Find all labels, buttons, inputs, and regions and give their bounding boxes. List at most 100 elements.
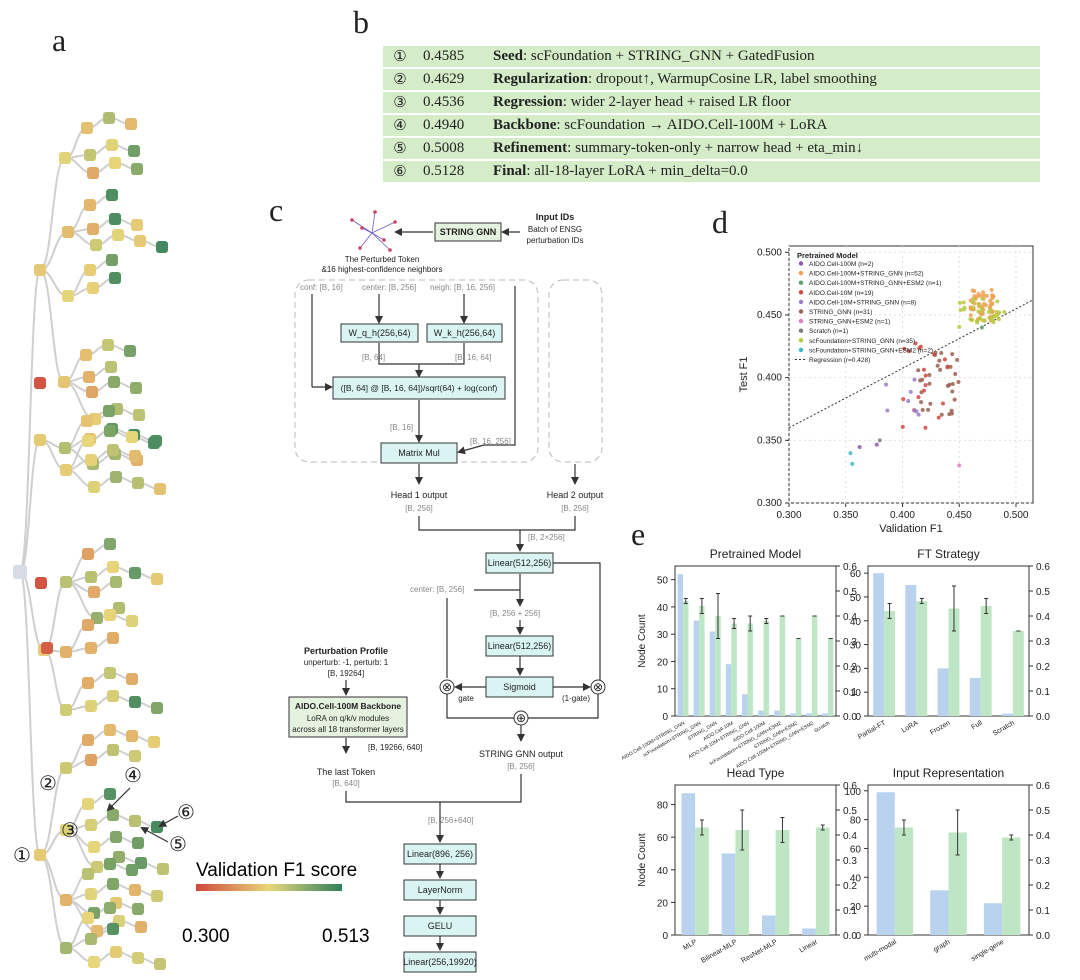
y-axis-label: Node Count: [637, 833, 648, 887]
tree-node: [110, 576, 122, 588]
scatter-point: [981, 290, 986, 295]
tree-node: [82, 548, 94, 560]
y-tick-label: 0.300: [757, 498, 782, 509]
row-text: : dropout↑, WarmupCosine LR, label smoot…: [588, 71, 877, 87]
tree-node: [129, 884, 141, 896]
tree-node: [108, 376, 120, 388]
linear4-box: [403, 951, 477, 973]
scatter-point: [975, 320, 980, 325]
y-tick-label: 100: [844, 787, 861, 798]
x-tick-label: 0.450: [947, 510, 972, 521]
y-tick-right-label: 0.0: [1036, 712, 1050, 723]
tree-node: [148, 437, 160, 449]
y-tick-right-label: 0.6: [1036, 781, 1050, 792]
scatter-point: [937, 358, 942, 363]
x-tick-label: graph: [932, 939, 951, 954]
scatter-point: [957, 463, 962, 468]
legend-label: AIDO.Cell-10M (n=19): [809, 290, 873, 297]
pert-profile-title: Perturbation Profile: [304, 646, 388, 656]
y-tick-right-label: 0.6: [843, 562, 857, 573]
tree-node: [105, 361, 117, 373]
attention-box-label: ([B, 64] @ [B, 16, 64])/sqrt(64) + log(c…: [341, 383, 498, 393]
tree-node: [85, 819, 97, 831]
f1-bar: [795, 638, 802, 716]
scatter-point: [908, 389, 913, 394]
scatter-point: [971, 305, 976, 310]
y-tick-label: 80: [850, 816, 862, 827]
y-tick-label: 0: [855, 931, 861, 942]
y-axis-label: Test F1: [738, 356, 750, 392]
tree-node: [85, 933, 97, 945]
row-description: Regularization: dropout↑, WarmupCosine L…: [487, 67, 1040, 92]
network-edge: [371, 221, 396, 234]
y-tick-right-label: 0.2: [843, 662, 857, 673]
tree-node: [151, 821, 163, 833]
count-bar: [709, 631, 716, 716]
legend-marker: [798, 347, 804, 353]
legend-label: Scratch (n=1): [809, 328, 848, 335]
scatter-point: [979, 305, 984, 310]
tree-node: [107, 444, 119, 456]
count-bar: [802, 928, 816, 935]
y-tick-label: 40: [657, 603, 669, 614]
callout-arrow: [158, 815, 179, 827]
tree-node: [151, 702, 163, 714]
y-tick-right-label: 0.1: [843, 906, 857, 917]
scatter-point: [918, 378, 923, 383]
tree-node: [82, 734, 94, 746]
scatter-point: [957, 324, 962, 329]
f1-bar: [948, 832, 967, 935]
tree-node: [103, 405, 115, 417]
scatter-point: [978, 293, 983, 298]
scatter-point: [935, 363, 940, 368]
y-tick-right-label: 0.0: [1036, 931, 1050, 942]
scatter-point: [923, 425, 928, 430]
scatter-point: [971, 296, 976, 301]
count-bar: [741, 694, 748, 716]
dim-label: [B, 2×256]: [528, 533, 565, 542]
legend-label: AIDO.Cell-100M (n=2): [809, 261, 873, 268]
flow-arrow: [457, 444, 485, 455]
y-tick-label: 60: [850, 569, 862, 580]
network-node: [393, 220, 397, 224]
y-tick-right-label: 0.5: [843, 587, 857, 598]
head2-label: Head 2 output: [547, 490, 604, 500]
chart-title: Head Type: [727, 766, 785, 780]
count-bar: [790, 713, 796, 716]
tree-node: [41, 642, 53, 654]
y-tick-right-label: 0.4: [843, 612, 857, 623]
scatter-point: [994, 309, 999, 314]
scatter-point: [983, 303, 988, 308]
tree-node: [82, 677, 94, 689]
y-tick-right-label: 0.5: [1036, 806, 1050, 817]
scatter-point: [950, 389, 955, 394]
one-minus-gate-label: (1-gate): [562, 694, 590, 703]
scatter-point: [976, 309, 981, 314]
tree-node: [126, 864, 138, 876]
y-tick-right-label: 0.2: [843, 881, 857, 892]
tree-node: [82, 798, 94, 810]
y-tick-label: 50: [657, 576, 669, 587]
legend-marker: [798, 309, 804, 314]
row-label: Seed: [493, 48, 523, 64]
y-tick-right-label: 0.4: [1036, 831, 1050, 842]
x-tick-label: MLP: [682, 939, 698, 952]
tree-node: [62, 290, 74, 302]
colorbar-title: Validation F1 score: [196, 860, 357, 881]
x-tick-label: Partial-FT: [857, 719, 888, 741]
x-tick-label: LoRA: [901, 720, 920, 735]
scatter-point: [938, 367, 943, 372]
scatter-point: [857, 444, 862, 449]
head1-label: Head 1 output: [391, 490, 448, 500]
network-node: [373, 210, 377, 214]
legend-label: scFoundation+STRING_GNN (n=35): [809, 338, 915, 345]
callout-arrow: [106, 787, 131, 812]
count-bar: [983, 903, 1003, 935]
tree-node: [132, 837, 144, 849]
dim-label: conf: [B, 16]: [300, 283, 343, 292]
row-score: 0.4536: [417, 90, 487, 115]
